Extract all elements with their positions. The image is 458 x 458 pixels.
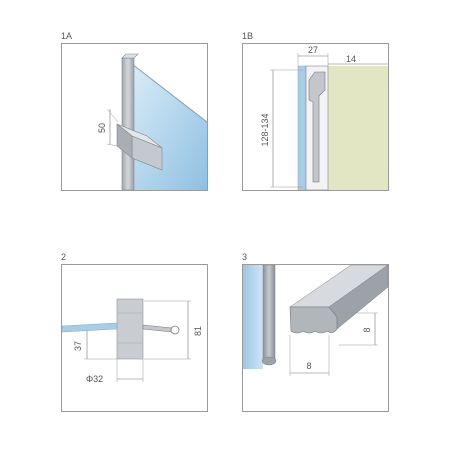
dim-tick — [106, 143, 119, 147]
dim-label-diameter: Φ32 — [86, 374, 103, 384]
panel-2-label: 2 — [61, 252, 67, 262]
dim-label-left: 37 — [73, 341, 83, 351]
panel-3-label: 3 — [242, 252, 248, 262]
panel-1b: 27 14 128-134 — [242, 43, 389, 191]
panel-3: 8 8 — [242, 264, 389, 412]
dim-label-right: 81 — [193, 326, 203, 336]
panel-2-drawing: 81 37 Φ32 — [62, 298, 203, 384]
glass-pane — [243, 265, 263, 369]
glass-pane — [297, 65, 307, 190]
wall-profile — [121, 57, 135, 190]
panel-1a-drawing: 50 — [97, 53, 207, 190]
dim-label-height: 8 — [362, 327, 372, 332]
panel-2: 81 37 Φ32 — [61, 264, 208, 412]
support-rod — [62, 322, 118, 333]
dim-label-width: 8 — [306, 361, 311, 371]
profile-section — [308, 71, 326, 183]
vertical-seal — [262, 265, 276, 364]
support-rod-tip — [142, 324, 173, 333]
vertical-seal-end — [261, 356, 277, 366]
dim-label-height: 50 — [97, 123, 107, 133]
dim-label-top-left: 27 — [308, 45, 318, 55]
glass-pane — [132, 64, 207, 190]
panel-1a: 50 — [61, 43, 208, 191]
horizontal-seal-profile — [289, 306, 338, 334]
panel-1b-label: 1B — [242, 31, 254, 41]
wall-flange — [116, 298, 144, 360]
clamp-side — [116, 123, 133, 159]
wall — [328, 66, 388, 190]
rod-end-cap — [170, 325, 180, 335]
dim-label-top-right: 14 — [346, 54, 356, 64]
panel-1a-label: 1A — [61, 31, 73, 41]
panel-1b-drawing: 27 14 128-134 — [260, 45, 388, 190]
profile-top — [121, 53, 139, 59]
dim-label-height: 128-134 — [260, 113, 270, 146]
dim-tick — [106, 108, 119, 123]
panel-3-drawing: 8 8 — [243, 265, 388, 376]
glass-edge — [131, 63, 207, 123]
